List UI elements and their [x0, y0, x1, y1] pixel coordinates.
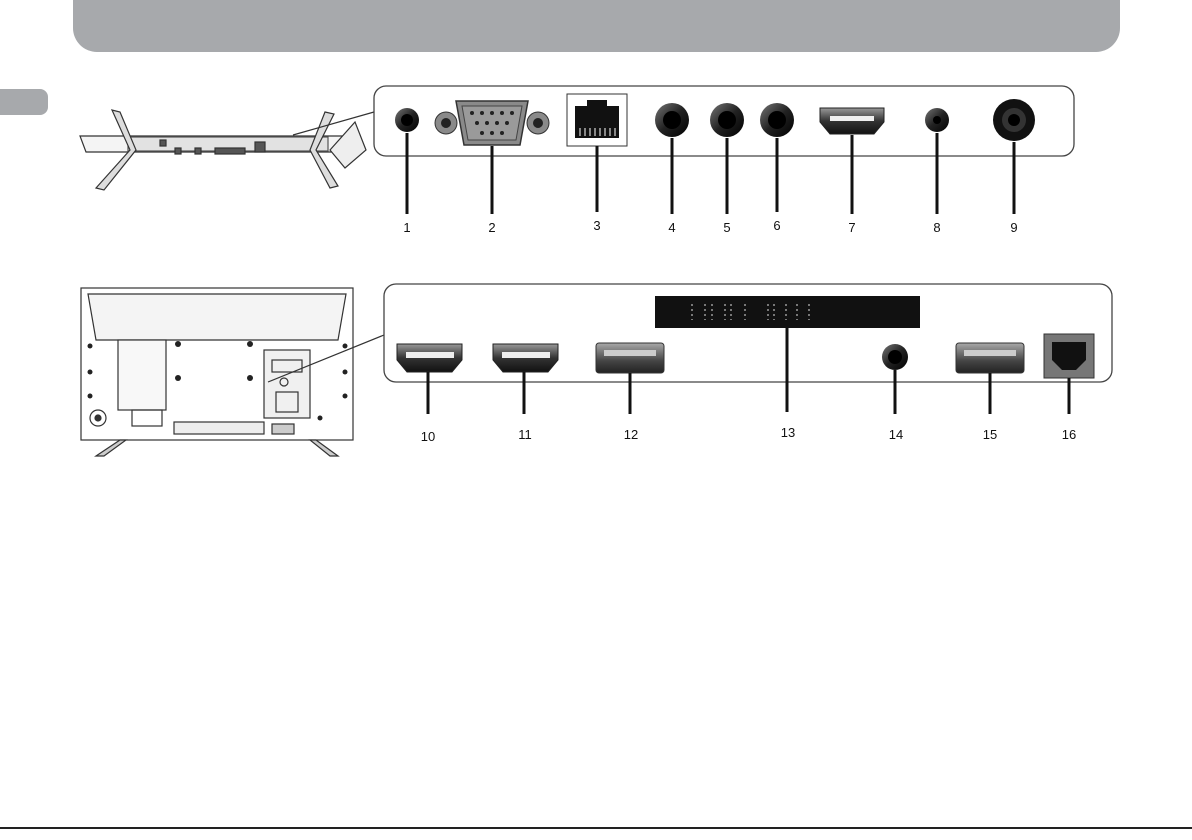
hdmi-port-icon [820, 108, 884, 134]
headphone-jack-icon [395, 108, 419, 132]
connector-number-10: 10 [421, 429, 435, 444]
rca-jack-icon [760, 103, 794, 137]
usb-port-icon [956, 343, 1024, 373]
hdmi-port-icon [493, 344, 558, 372]
ci-card-slot-icon [655, 296, 920, 328]
connector-number-12: 12 [624, 427, 638, 442]
mini-jack-icon [882, 344, 908, 370]
rca-jack-icon [655, 103, 689, 137]
connector-number-13: 13 [781, 425, 795, 440]
top-number-labels: 1 2 3 4 5 6 7 8 9 [403, 218, 1017, 235]
antenna-port-icon [993, 99, 1035, 141]
connector-number-2: 2 [488, 220, 495, 235]
mini-jack-icon [925, 108, 949, 132]
connector-number-5: 5 [723, 220, 730, 235]
connector-number-7: 7 [848, 220, 855, 235]
connector-number-3: 3 [593, 218, 600, 233]
ethernet-port-icon [567, 94, 627, 146]
connector-number-6: 6 [773, 218, 780, 233]
tv-side-view-illustration [80, 110, 374, 190]
connector-number-11: 11 [518, 427, 532, 442]
hdmi-port-icon [397, 344, 462, 372]
connector-number-9: 9 [1010, 220, 1017, 235]
connector-number-8: 8 [933, 220, 940, 235]
connector-number-15: 15 [983, 427, 997, 442]
rca-jack-icon [710, 103, 744, 137]
connector-number-14: 14 [889, 427, 903, 442]
usb-port-icon [596, 343, 664, 373]
bottom-number-labels: 10 11 12 13 14 15 16 [421, 425, 1076, 444]
optical-port-icon [1044, 334, 1094, 378]
connector-number-1: 1 [403, 220, 410, 235]
connector-number-4: 4 [668, 220, 675, 235]
connector-number-16: 16 [1062, 427, 1076, 442]
tv-rear-view-illustration [81, 288, 384, 456]
